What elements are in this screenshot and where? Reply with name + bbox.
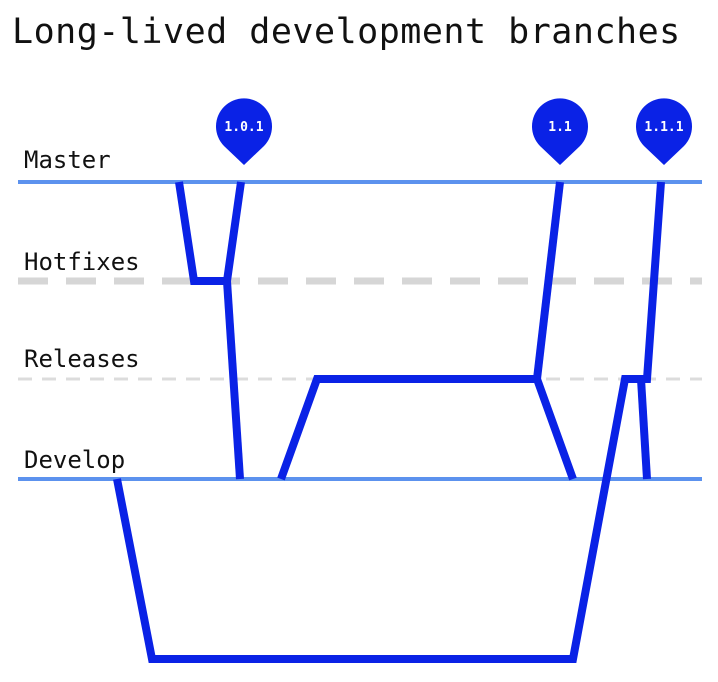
tag-pin-icon — [215, 98, 272, 165]
tag-label-3: 1.1.1 — [644, 120, 683, 135]
lane-label-releases: Releases — [24, 345, 140, 373]
release-merge-to-master — [533, 181, 564, 380]
release-branch — [277, 375, 577, 481]
tag-label-1: 1.0.1 — [224, 120, 263, 135]
hotfix-branch — [175, 181, 245, 285]
lane-label-develop: Develop — [24, 446, 126, 474]
release-2-merge-to-develop — [637, 378, 651, 480]
tag-pin-icon — [636, 98, 692, 165]
tag-marker-3: 1.1.1 — [636, 98, 692, 165]
feature-branch — [113, 181, 665, 663]
tag-marker-1: 1.0.1 — [215, 98, 272, 165]
lane-label-hotfixes: Hotfixes — [24, 248, 140, 276]
tag-marker-2: 1.1 — [532, 98, 588, 165]
diagram-title: Long-lived development branches — [12, 12, 681, 52]
lane-label-master: Master — [24, 146, 111, 174]
tag-label-2: 1.1 — [548, 120, 572, 135]
hotfix-merge-to-develop — [223, 280, 244, 480]
tag-pin-icon — [532, 98, 588, 165]
